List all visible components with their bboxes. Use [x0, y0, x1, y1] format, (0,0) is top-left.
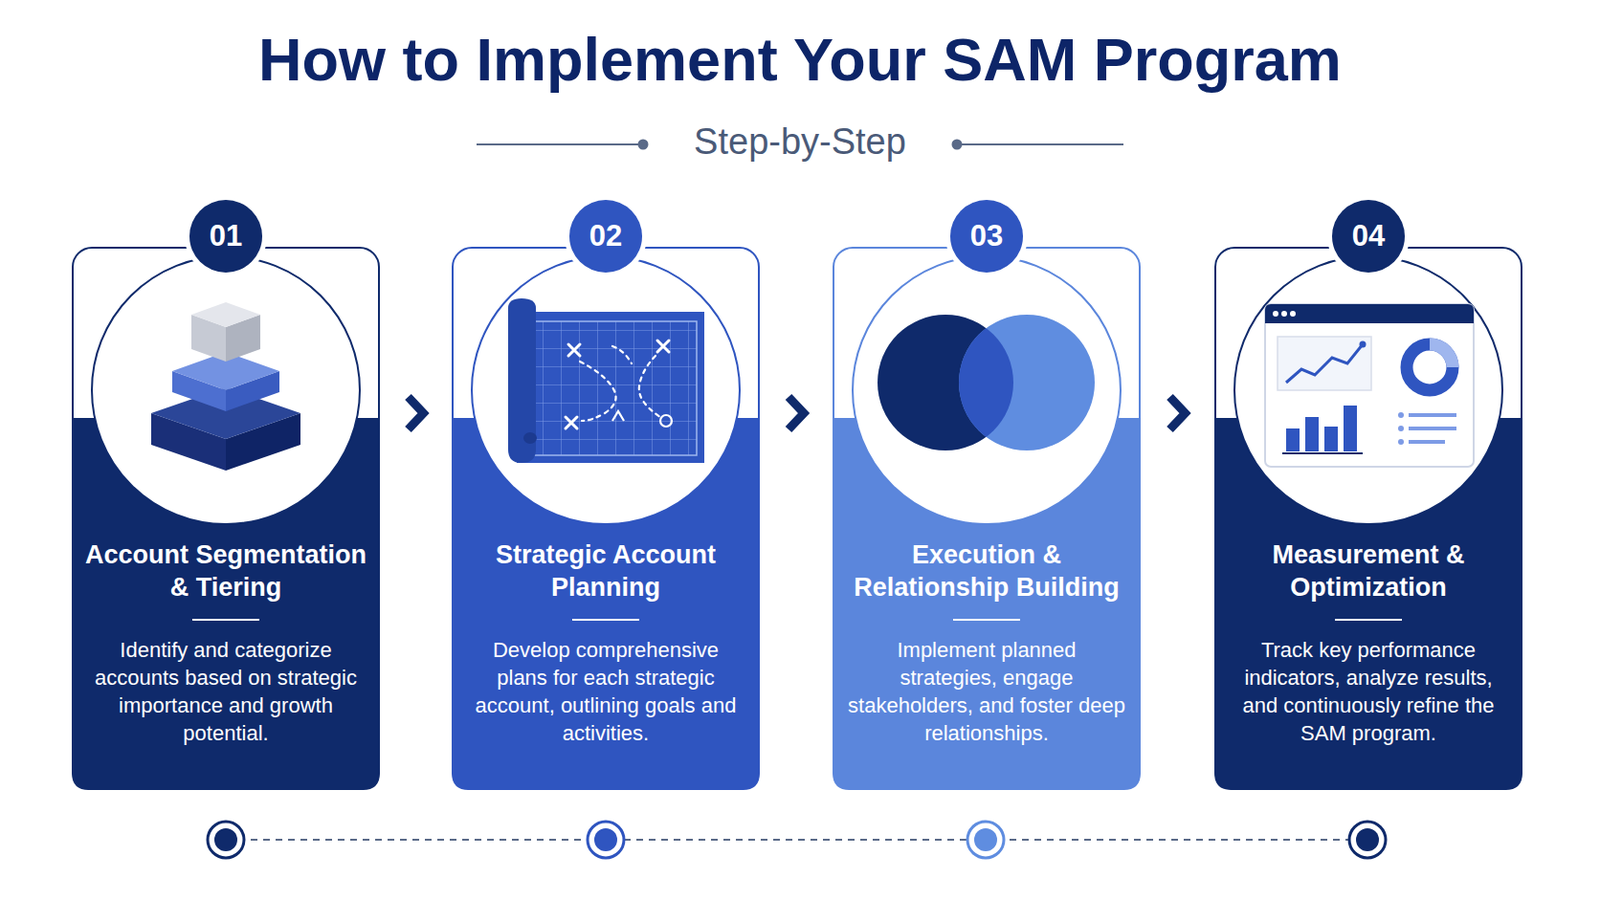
block-face: [151, 413, 226, 471]
heading-divider: [1334, 619, 1402, 622]
card-outline: [72, 247, 379, 790]
step-number-badge: 03: [950, 200, 1023, 273]
chevron-head: [1170, 397, 1186, 430]
step-card: Execution & Relationship BuildingImpleme…: [832, 246, 1141, 791]
tier-blocks-icon: [151, 302, 301, 471]
icon-ring: [1234, 256, 1503, 525]
block-face: [225, 413, 301, 471]
subtitle-label: Step-by-Step: [0, 121, 1600, 163]
step-card: Measurement & OptimizationTrack key perf…: [1214, 246, 1523, 791]
step-number-badge: 04: [1332, 200, 1405, 273]
step-number: 01: [209, 219, 243, 254]
card-fill: [451, 418, 760, 791]
card-outline: [1215, 247, 1522, 790]
step-number: 04: [1352, 219, 1385, 254]
arrow-track: [1140, 413, 1215, 415]
step-number-badge: 02: [569, 200, 643, 273]
step-description: Implement planned strategies, engage sta…: [847, 636, 1126, 748]
step-arrow: [379, 397, 452, 430]
step-heading: Execution & Relationship Building: [840, 538, 1134, 604]
heading-divider: [192, 619, 260, 622]
arrow-track: [759, 413, 833, 415]
dashboard-icon: [1265, 304, 1474, 467]
chevron-head: [408, 397, 424, 430]
block-face: [151, 387, 301, 440]
icon-ring: [852, 256, 1121, 525]
strategy-map-icon: [508, 298, 705, 464]
card-fill: [832, 418, 1141, 791]
step-arrow: [759, 397, 833, 430]
block-face: [191, 314, 226, 362]
step-number-badge: 01: [189, 200, 263, 273]
heading-divider: [572, 619, 640, 622]
block-face: [191, 302, 261, 328]
block-face: [172, 352, 280, 391]
block-face: [225, 371, 280, 412]
card-fill: [1214, 418, 1523, 791]
timeline: [207, 822, 1386, 859]
step-arrow: [1140, 397, 1215, 430]
block-face: [172, 371, 226, 412]
step-card: Strategic Account PlanningDevelop compre…: [451, 246, 760, 791]
diagram-title: How to Implement Your SAM Program: [0, 24, 1600, 94]
step-number: 02: [589, 219, 623, 254]
step-description: Track key performance indicators, analyz…: [1229, 636, 1508, 748]
heading-divider: [953, 619, 1021, 622]
step-description: Develop comprehensive plans for each str…: [466, 636, 745, 748]
arrow-track: [379, 413, 452, 415]
card-fill: [71, 418, 380, 791]
card-outline: [452, 247, 759, 790]
step-heading: Strategic Account Planning: [459, 538, 753, 604]
chevron-head: [788, 397, 804, 430]
block-face: [225, 314, 261, 362]
step-heading: Measurement & Optimization: [1222, 538, 1515, 604]
step-card: Account Segmentation & TieringIdentify a…: [71, 246, 380, 791]
card-outline: [833, 247, 1140, 790]
step-description: Identify and categorize accounts based o…: [87, 636, 365, 748]
step-number: 03: [970, 219, 1003, 254]
step-heading: Account Segmentation & Tiering: [79, 538, 373, 604]
venn-icon: [877, 314, 1095, 451]
icon-ring: [91, 256, 360, 525]
icon-ring: [471, 256, 740, 525]
